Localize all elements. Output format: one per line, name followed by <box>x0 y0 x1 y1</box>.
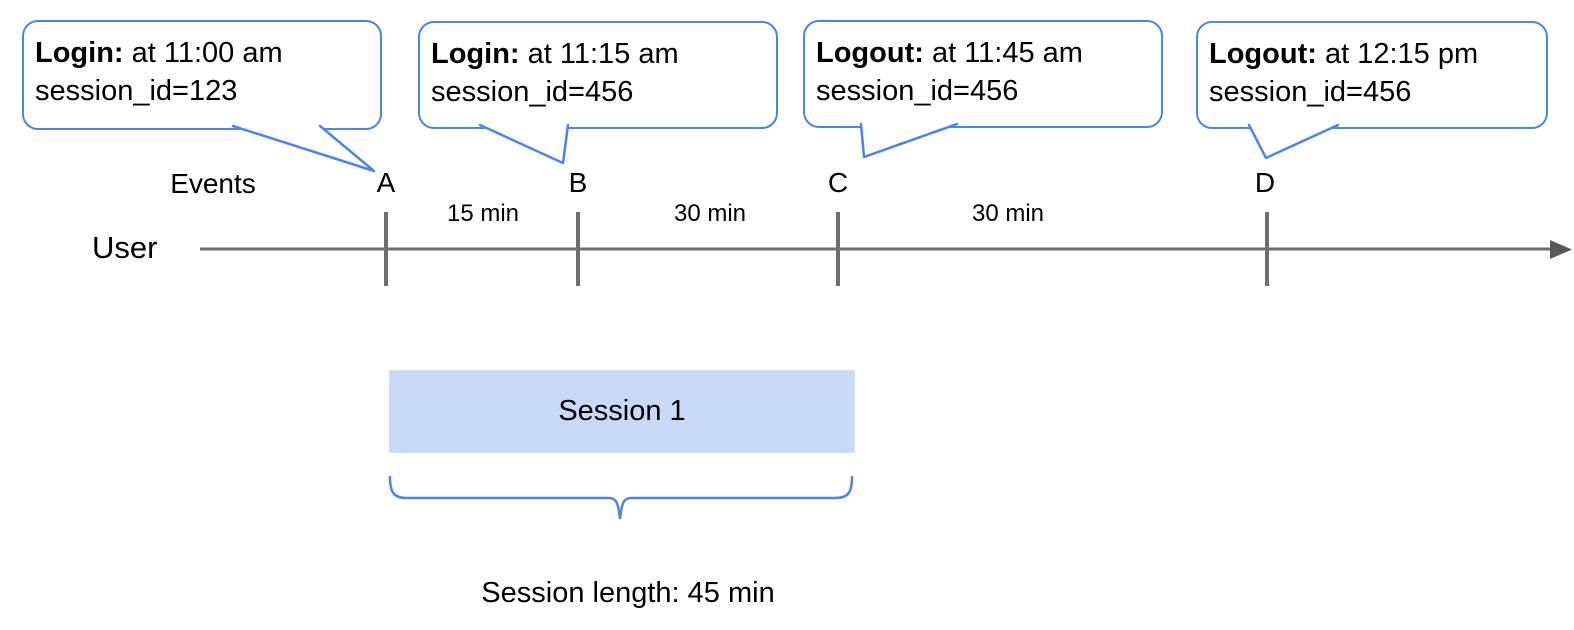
session-1-label: Session 1 <box>558 395 686 427</box>
session-length-label: Session length: 45 min <box>481 577 775 609</box>
events-label: Events <box>170 168 256 199</box>
tick-label-d: D <box>1254 167 1276 198</box>
bubble-tail-d <box>1247 123 1340 160</box>
event-type-label: Login: <box>35 37 124 69</box>
event-session-id: session_id=456 <box>431 76 634 108</box>
event-time-text: at 12:15 pm <box>1316 38 1479 70</box>
session-brace-icon <box>388 475 854 520</box>
event-session-id: session_id=456 <box>816 75 1019 107</box>
tick-label-a: A <box>376 167 396 198</box>
event-title-line: Login: at 11:15 am <box>431 35 768 73</box>
event-title-line: Logout: at 11:45 am <box>816 34 1153 72</box>
event-bubble-a: Login: at 11:00 am session_id=123 <box>22 20 382 130</box>
session-1-box: Session 1 <box>389 370 855 453</box>
event-session-id: session_id=123 <box>35 75 238 107</box>
bubble-tail-b <box>478 123 570 165</box>
tick-label-b: B <box>568 167 588 198</box>
event-bubble-b: Login: at 11:15 am session_id=456 <box>418 21 778 129</box>
bubble-tail-a <box>231 124 376 173</box>
event-time-text: at 11:00 am <box>123 37 283 69</box>
event-type-label: Login: <box>431 38 520 70</box>
bubble-tail-c <box>859 122 959 159</box>
timeline-arrowhead-icon <box>1550 240 1572 259</box>
event-title-line: Logout: at 12:15 pm <box>1209 35 1538 73</box>
event-time-text: at 11:15 am <box>519 38 679 70</box>
interval-label-cd: 30 min <box>971 200 1045 227</box>
event-title-line: Login: at 11:00 am <box>35 34 372 72</box>
event-type-label: Logout: <box>1209 38 1317 70</box>
tick-label-c: C <box>827 167 849 198</box>
event-bubble-d: Logout: at 12:15 pm session_id=456 <box>1196 21 1548 129</box>
interval-label-ab: 15 min <box>446 200 520 227</box>
interval-label-bc: 30 min <box>673 200 747 227</box>
event-type-label: Logout: <box>816 37 924 69</box>
user-row-label: User <box>92 230 158 265</box>
event-time-text: at 11:45 am <box>923 37 1083 69</box>
event-bubble-c: Logout: at 11:45 am session_id=456 <box>803 20 1163 128</box>
event-session-id: session_id=456 <box>1209 76 1412 108</box>
